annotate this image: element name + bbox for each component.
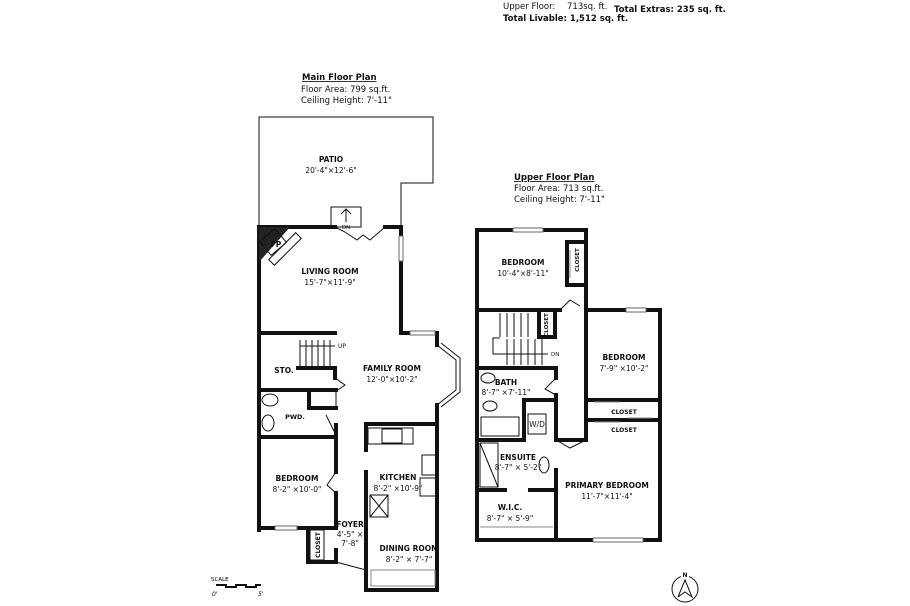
upper-bedroom-2-dims: 7'-9" ×10'-2" — [600, 364, 649, 373]
upper-floor-area: Floor Area: 713 sq.ft. — [514, 184, 603, 194]
ensuite-dims: 8'-7" × 5'-2" — [495, 463, 542, 472]
patio-stairs-dn: DN — [342, 225, 350, 231]
bath-dims: 8'-7" ×7'-11" — [482, 388, 531, 397]
area-totals: Upper Floor: 713sq. ft. Total Extras: 23… — [503, 2, 726, 24]
upper-bedroom-1-dims: 10'-4"×8'-11" — [497, 269, 548, 278]
powder-room-name: PWD. — [285, 413, 305, 421]
ensuite-name: ENSUITE — [500, 453, 536, 462]
bedroom-dims: 8'-2" ×10'-0" — [273, 485, 322, 494]
upper-bedroom-2-name: BEDROOM — [602, 353, 645, 362]
upper-bedroom-1-name: BEDROOM — [501, 258, 544, 267]
primary-bedroom-name: PRIMARY BEDROOM — [565, 481, 649, 490]
upper-floor-value: 713sq. ft. — [567, 2, 607, 12]
kitchen-name: KITCHEN — [380, 473, 417, 482]
upper-floor-title: Upper Floor Plan — [514, 173, 594, 183]
bath-name: BATH — [495, 378, 517, 387]
patio-dims: 20'-4"×12'-6" — [305, 166, 356, 175]
upper-floor-label: Upper Floor: — [503, 2, 555, 12]
upper-floor-walls: DN — [475, 227, 662, 543]
primary-bedroom-dims: 11'-7"×11'-4" — [581, 492, 632, 501]
living-room-dims: 15'-7"×11'-9" — [304, 278, 355, 287]
hall-closet-label: CLOSET — [544, 313, 550, 337]
main-ceiling-height: Ceiling Height: 7'-11" — [301, 96, 392, 106]
upper-ceiling-height: Ceiling Height: 7'-11" — [514, 195, 605, 205]
main-floor-labels: PATIO 20'-4"×12'-6" DN LIVING ROOM 15'-7… — [273, 155, 439, 564]
foyer-closet-label: CLOSET — [315, 531, 322, 558]
storage-name: STO. — [274, 366, 294, 375]
washer-dryer-label: W/D — [529, 420, 545, 429]
total-livable: Total Livable: 1,512 sq. ft. — [503, 14, 628, 24]
family-room-name: FAMILY ROOM — [363, 364, 421, 373]
bedroom-2-closet-label: CLOSET — [611, 409, 638, 416]
stairs-up-label: UP — [338, 343, 346, 350]
scale-label: SCALE — [211, 577, 229, 583]
patio-name: PATIO — [319, 155, 343, 164]
wic-name: W.I.C. — [498, 503, 523, 512]
main-floor-title: Main Floor Plan — [302, 73, 377, 83]
scale-bar: SCALE 0' 5' — [211, 577, 264, 598]
main-floor-area: Floor Area: 799 sq.ft. — [301, 85, 390, 95]
living-room-name: LIVING ROOM — [301, 267, 358, 276]
upper-floor-labels: BEDROOM 10'-4"×8'-11" CLOSET CLOSET BEDR… — [482, 248, 649, 523]
foyer-name: FOYER — [336, 520, 364, 529]
dining-room-dims: 8'-2" × 7'-7" — [386, 555, 433, 564]
total-extras: Total Extras: 235 sq. ft. — [614, 5, 726, 15]
kitchen-dims: 8'-2" ×10'-9" — [374, 484, 423, 493]
scale-min: 0' — [212, 591, 218, 598]
foyer-dims-1: 4'-5" × — [337, 530, 363, 539]
foyer-dims-2: 7'-8" — [341, 539, 359, 548]
upper-stairs-dn: DN — [551, 352, 559, 358]
wic-dims: 8'-7" × 5'-9" — [487, 514, 534, 523]
fireplace-label: FP — [271, 240, 282, 249]
bedroom-1-closet-label: CLOSET — [575, 248, 581, 272]
main-floor-walls: FP UP — [257, 116, 461, 592]
bedroom-name: BEDROOM — [275, 474, 318, 483]
family-room-dims: 12'-0"×10'-2" — [366, 375, 417, 384]
dining-room-name: DINING ROOM — [379, 544, 438, 553]
scale-max: 5' — [258, 591, 264, 598]
primary-closet-label: CLOSET — [611, 427, 638, 434]
compass-north-label: N — [682, 572, 687, 579]
north-arrow-icon: N — [671, 571, 699, 603]
